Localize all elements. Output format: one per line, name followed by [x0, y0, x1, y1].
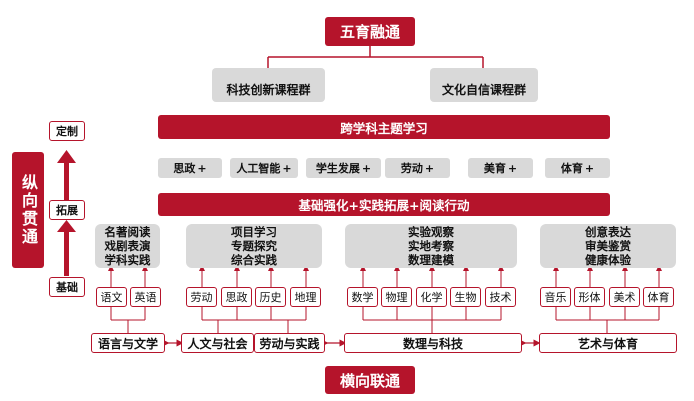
activity-group-science: 实验观察 实地考察 数理建模	[345, 224, 517, 268]
domain-language-literature: 语言与文学	[91, 333, 165, 353]
domain-arts-sports: 艺术与体育	[539, 333, 677, 353]
subject-physics: 物理	[381, 287, 412, 307]
theme-tag-ai: 人工智能	[230, 158, 298, 178]
activity-item: 学科实践	[104, 253, 151, 267]
subject-labor: 劳动	[186, 287, 217, 307]
vertical-title: 纵向贯通	[12, 152, 44, 268]
activity-item: 专题探究	[231, 239, 277, 253]
subject-english: 英语	[130, 287, 161, 307]
theme-bar: 跨学科主题学习	[158, 115, 610, 139]
subject-biology: 生物	[450, 287, 481, 307]
subject-chemistry: 化学	[416, 287, 447, 307]
activity-item: 实地考察	[408, 239, 454, 253]
level-basic: 基础	[49, 277, 85, 297]
activity-group-arts: 创意表达 审美鉴赏 健康体验	[540, 224, 676, 268]
level-expand: 拓展	[49, 200, 85, 220]
bottom-title: 横向联通	[325, 366, 415, 394]
subject-history: 历史	[255, 287, 286, 307]
domain-math-technology: 数理与科技	[344, 333, 522, 353]
domain-labor-practice: 劳动与实践	[254, 333, 325, 353]
activity-item: 戏剧表演	[104, 239, 151, 253]
foundation-bar: 基础强化+实践拓展+阅读行动	[158, 193, 610, 216]
subject-technology: 技术	[485, 287, 516, 307]
subject-fine-arts: 美术	[609, 287, 640, 307]
theme-tag-aesthetics: 美育	[468, 158, 533, 178]
activity-item: 审美鉴赏	[585, 239, 631, 253]
subject-pe: 体育	[643, 287, 674, 307]
activity-item: 项目学习	[231, 225, 277, 239]
activity-item: 实验观察	[408, 225, 454, 239]
subject-math: 数学	[347, 287, 378, 307]
activity-group-humanities: 项目学习 专题探究 综合实践	[186, 224, 322, 268]
top-title: 五育融通	[325, 17, 415, 46]
subject-politics: 思政	[221, 287, 252, 307]
theme-tag-labor: 劳动	[385, 158, 450, 178]
subject-body-form: 形体	[574, 287, 605, 307]
activity-group-language: 名著阅读 戏剧表演 学科实践	[95, 224, 160, 268]
activity-item: 综合实践	[231, 253, 277, 267]
domain-humanities-society: 人文与社会	[181, 333, 254, 353]
theme-tag-ideology: 思政	[158, 158, 222, 178]
theme-tag-sports: 体育	[545, 158, 610, 178]
subject-geography: 地理	[290, 287, 321, 307]
course-group-culture: 文化自信课程群	[430, 68, 538, 102]
theme-tag-student-development: 学生发展	[306, 158, 381, 178]
subject-music: 音乐	[540, 287, 571, 307]
level-custom: 定制	[49, 121, 85, 141]
activity-item: 创意表达	[585, 225, 631, 239]
activity-item: 名著阅读	[104, 225, 151, 239]
course-group-tech: 科技创新课程群	[212, 68, 325, 102]
activity-item: 数理建模	[408, 253, 454, 267]
subject-chinese: 语文	[96, 287, 127, 307]
activity-item: 健康体验	[585, 253, 631, 267]
